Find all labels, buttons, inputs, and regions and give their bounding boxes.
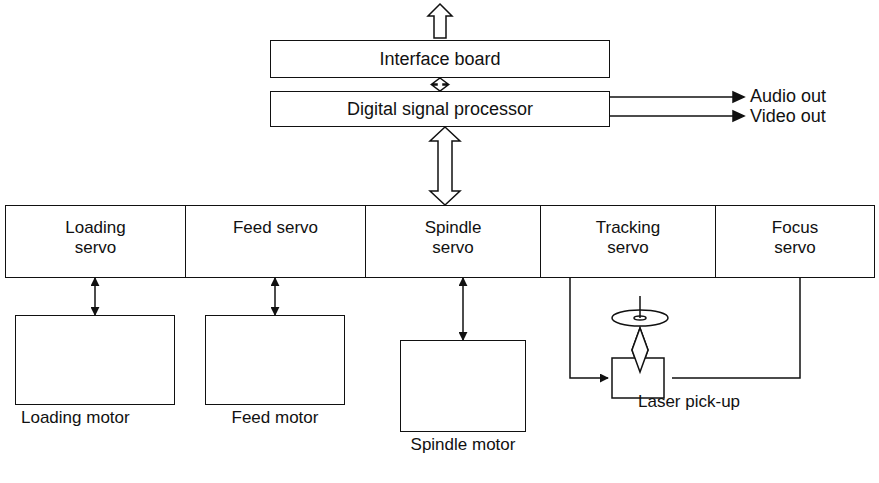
connector [94,278,96,315]
servo-box: Feed servo [185,205,366,278]
connector [432,78,448,91]
servo-box: Focus servo [715,205,875,278]
signal-label: Audio out [750,86,826,106]
node-text: Laser pick-up [638,392,740,412]
laser-pickup-icon [612,296,668,398]
node-text: Focus servo [751,218,839,258]
node-text: Spindle motor [400,435,526,455]
node-text: Digital signal processor [275,99,605,119]
audio-out-line [610,96,734,98]
connector [430,127,460,205]
arrow-head [733,92,744,102]
node-text: Loading servo [52,218,140,258]
node-text: Interface board [275,49,605,69]
signal-label: Video out [750,106,826,126]
node-text: Feed servo [232,218,320,238]
arrow-head [733,111,744,121]
connector [672,278,800,378]
node-text: Loading motor [21,408,141,428]
connector [570,278,608,378]
video-out-line [610,115,734,117]
dsp-box: Digital signal processor [270,91,610,127]
connector [274,278,276,315]
laser-pickup: Laser pick-up [608,300,672,400]
interface-board: Interface board [270,40,610,78]
node-text: Feed motor [230,408,320,428]
motor-box: Loading motor [15,315,175,405]
motor-box: Feed motor [205,315,345,405]
servo-box: Loading servo [5,205,186,278]
connector [462,278,464,340]
output-arrow [428,4,452,38]
node-text: Spindle servo [409,218,497,258]
motor-box: Spindle motor [400,340,526,432]
servo-box: Spindle servo [365,205,541,278]
servo-box: Tracking servo [540,205,716,278]
node-text: Tracking servo [584,218,672,258]
